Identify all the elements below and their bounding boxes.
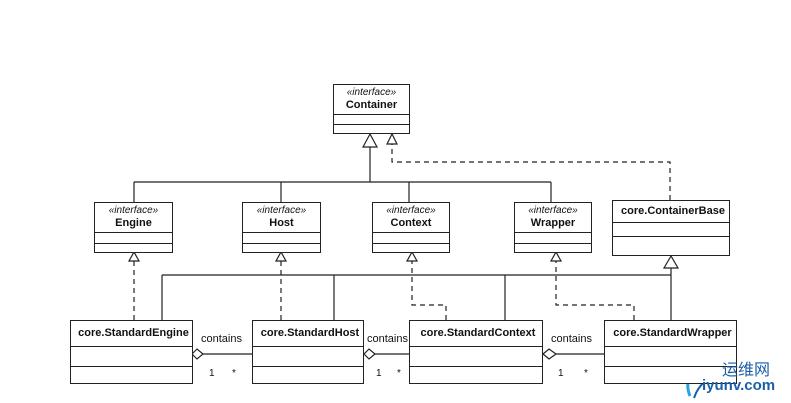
attributes-section [373,233,449,244]
class-standardengine: core.StandardEngine [70,320,193,384]
operations-section [515,244,591,252]
diamond-3 [542,348,558,360]
stereotype-label: «interface» [386,205,436,216]
diamond-2 [363,348,376,360]
operations-section [253,367,363,383]
realize-containerbase [391,144,671,200]
multiplicity-label: * [584,368,588,379]
attributes-section [95,233,172,244]
attributes-section [613,223,729,237]
watermark-text: 运维网 [722,362,771,379]
attributes-section [605,347,736,367]
class-name: Host [269,217,294,229]
realize-arrow-context [405,250,419,262]
attributes-section [71,347,192,367]
class-name: Wrapper [530,217,576,229]
stereotype-label: «interface» [528,205,578,216]
association-label: contains [201,333,242,345]
class-host: «interface» Host [242,202,321,253]
operations-section [95,244,172,252]
class-wrapper: «interface» Wrapper [514,202,592,253]
attributes-section [243,233,320,244]
realize-arrow-host [274,250,288,262]
class-name: core.StandardContext [420,327,536,339]
class-name: Engine [115,217,152,229]
class-context: «interface» Context [372,202,450,253]
operations-section [334,125,409,133]
attributes-section [334,115,409,125]
multiplicity-label: 1 [376,368,382,379]
realize-arrow-wrapper [549,250,563,262]
diamond-1 [191,348,204,360]
operations-section [373,244,449,252]
operations-section [613,237,729,255]
watermark-url: iyunv.com [702,377,776,394]
operations-section [410,367,542,383]
multiplicity-label: 1 [558,368,564,379]
class-engine: «interface» Engine [94,202,173,253]
association-label: contains [367,333,408,345]
class-standardwrapper: core.StandardWrapper [604,320,737,384]
class-container: «interface» Container [333,84,410,134]
realize-arrow-engine [127,250,141,262]
class-name: Container [345,99,398,111]
operations-section [243,244,320,252]
multiplicity-label: * [232,368,236,379]
association-label: contains [551,333,592,345]
gen-arrow-containerbase [662,254,680,269]
realize-arrow-container [386,132,398,145]
multiplicity-label: 1 [209,368,215,379]
class-name: core.StandardWrapper [613,327,732,339]
class-name: core.StandardHost [260,327,360,339]
stereotype-label: «interface» [256,205,307,216]
attributes-section [253,347,363,367]
attributes-section [515,233,591,244]
class-standardhost: core.StandardHost [252,320,364,384]
class-name: core.StandardEngine [78,327,189,339]
gen-arrow-container [361,132,379,148]
watermark-logo: 运维网 iyunv.com [668,350,788,400]
operations-section [71,367,192,383]
stereotype-label: «interface» [108,205,159,216]
realize-context [411,261,447,320]
realize-wrapper [555,261,635,320]
multiplicity-label: * [397,368,401,379]
class-name: Context [390,217,432,229]
class-containerbase: core.ContainerBase [612,200,730,256]
stereotype-label: «interface» [346,87,397,98]
class-standardcontext: core.StandardContext [409,320,543,384]
attributes-section [410,347,542,367]
class-name: core.ContainerBase [621,205,725,217]
